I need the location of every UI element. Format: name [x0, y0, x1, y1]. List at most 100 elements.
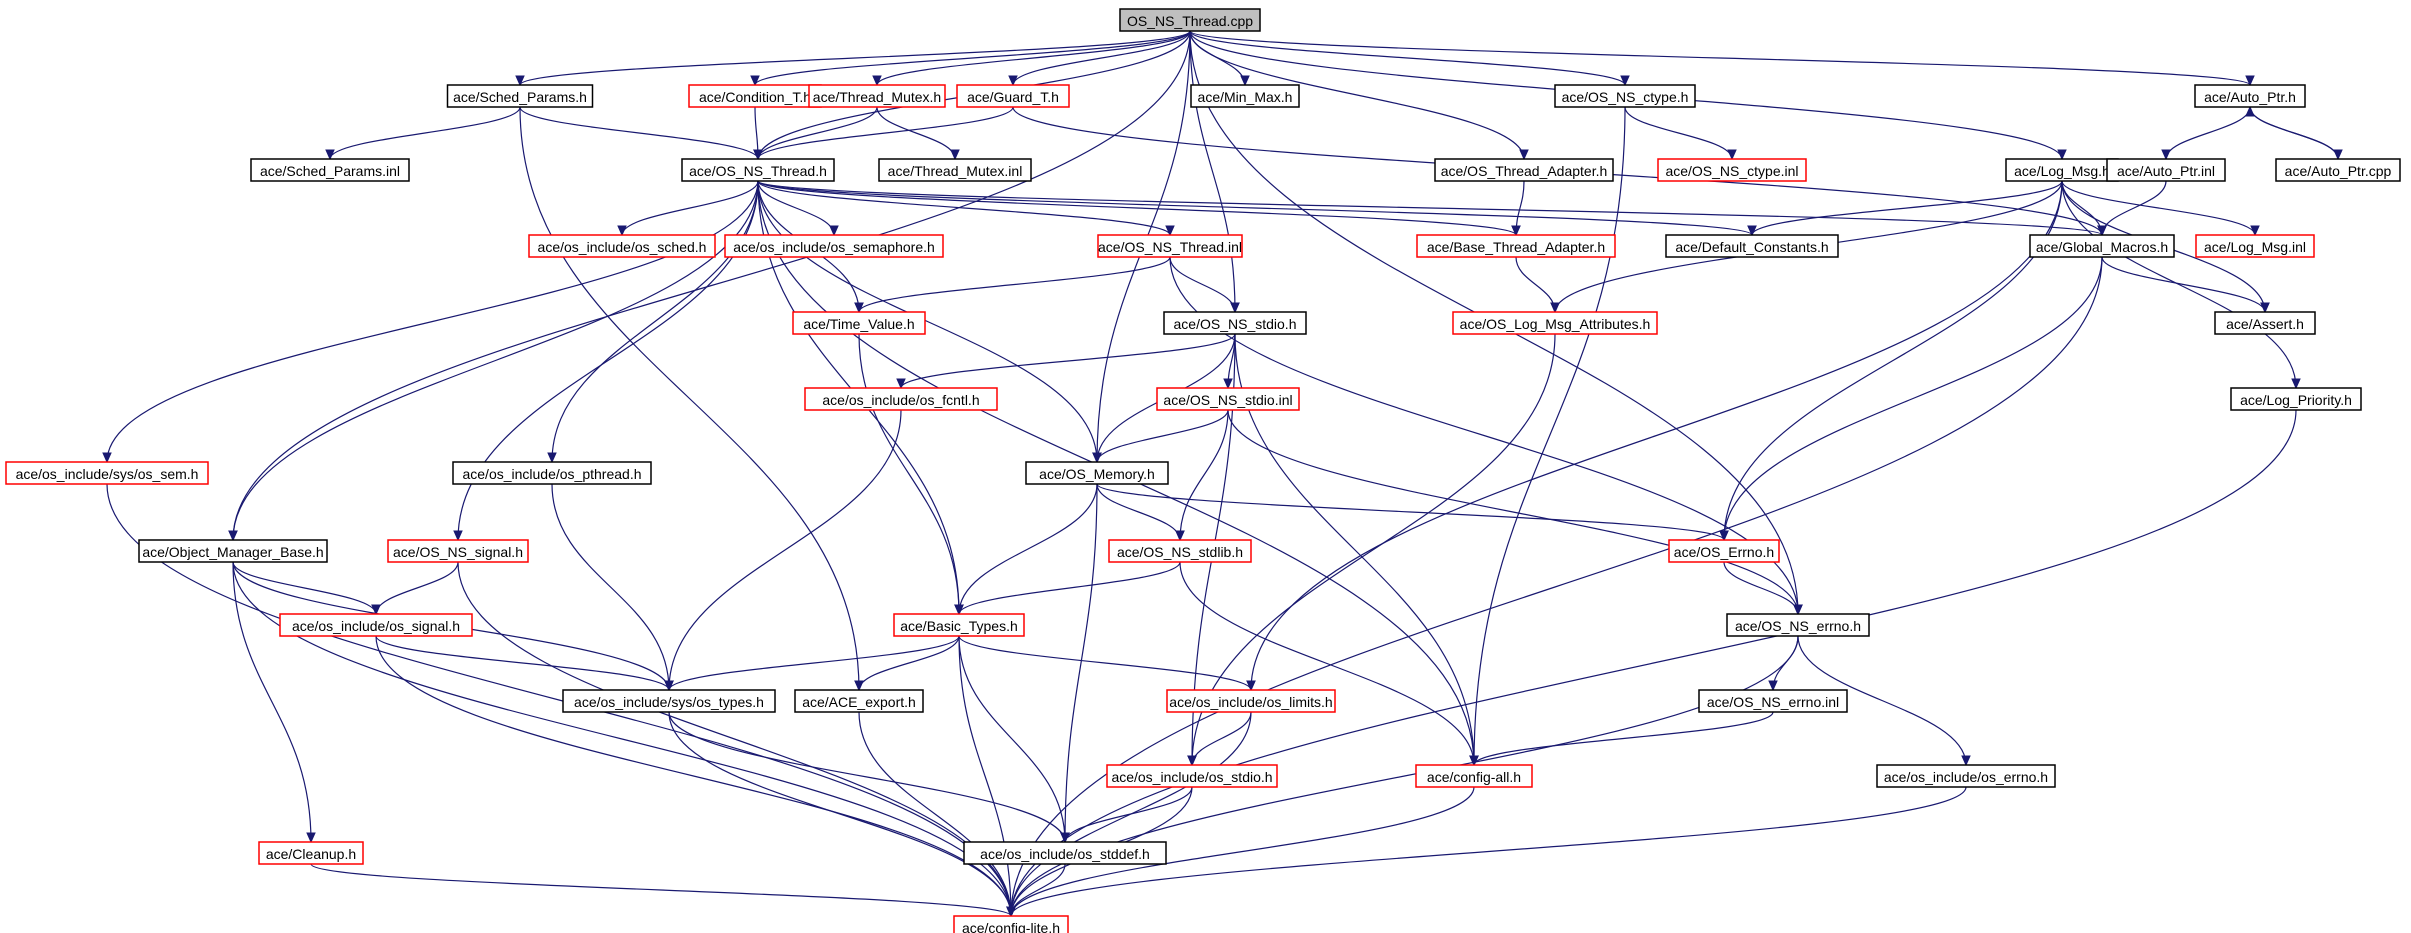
node-ace-min-max-h[interactable]: ace/Min_Max.h — [1190, 84, 1300, 108]
node-ace-os-include-sys-os-sem-h[interactable]: ace/os_include/sys/os_sem.h — [5, 461, 209, 485]
node-ace-thread-mutex-inl[interactable]: ace/Thread_Mutex.inl — [878, 158, 1032, 182]
edge-line — [519, 30, 1191, 86]
node-box — [446, 84, 594, 108]
node-ace-basic-types-h[interactable]: ace/Basic_Types.h — [893, 613, 1025, 637]
arrowhead-icon — [371, 604, 381, 616]
node-ace-auto-ptr-inl[interactable]: ace/Auto_Ptr.inl — [2106, 158, 2226, 182]
node-ace-os-include-os-fcntl-h[interactable]: ace/os_include/os_fcntl.h — [804, 387, 998, 411]
node-ace-assert-h[interactable]: ace/Assert.h — [2214, 311, 2316, 335]
node-ace-config-all-h[interactable]: ace/config-all.h — [1415, 764, 1533, 788]
edge-line — [757, 106, 1014, 160]
edge-ace-os-memory-h-to-ace-os-include-os-stddef-h — [1060, 483, 1098, 844]
node-ace-config-lite-h[interactable]: ace/config-lite.h — [953, 915, 1069, 933]
node-ace-os-include-os-stdio-h[interactable]: ace/os_include/os_stdio.h — [1106, 764, 1278, 788]
edge-ace-basic-types-h-to-ace-os-include-os-stddef-h — [958, 635, 1070, 844]
node-box — [1665, 234, 1839, 258]
node-ace-os-memory-h[interactable]: ace/OS_Memory.h — [1025, 461, 1169, 485]
node-ace-ace-export-h[interactable]: ace/ACE_export.h — [794, 689, 924, 713]
edge-ace-basic-types-h-to-ace-os-include-os-limits-h — [958, 635, 1256, 692]
node-ace-os-ns-thread-h[interactable]: ace/OS_NS_Thread.h — [681, 158, 835, 182]
arrowhead-icon — [753, 149, 763, 161]
node-ace-os-include-os-limits-h[interactable]: ace/os_include/os_limits.h — [1166, 689, 1336, 713]
node-ace-sched-params-inl[interactable]: ace/Sched_Params.inl — [250, 158, 410, 182]
node-ace-os-include-sys-os-types-h[interactable]: ace/os_include/sys/os_types.h — [562, 689, 776, 713]
arrowhead-icon — [664, 680, 674, 692]
node-ace-thread-mutex-h[interactable]: ace/Thread_Mutex.h — [808, 84, 946, 108]
edge-line — [958, 635, 1012, 917]
arrowhead-icon — [1165, 225, 1175, 237]
node-ace-os-include-os-stddef-h[interactable]: ace/os_include/os_stddef.h — [963, 841, 1167, 865]
node-ace-condition-t-h[interactable]: ace/Condition_T.h — [688, 84, 822, 108]
arrowhead-icon — [1175, 530, 1185, 542]
node-ace-os-include-os-pthread-h[interactable]: ace/os_include/os_pthread.h — [452, 461, 652, 485]
arrowhead-icon — [1240, 75, 1250, 87]
node-ace-os-ns-ctype-inl[interactable]: ace/OS_NS_ctype.inl — [1657, 158, 1807, 182]
node-ace-os-include-os-semaphore-h[interactable]: ace/os_include/os_semaphore.h — [724, 234, 944, 258]
node-os-ns-thread-cpp[interactable]: OS_NS_Thread.cpp — [1119, 8, 1261, 32]
node-ace-auto-ptr-h[interactable]: ace/Auto_Ptr.h — [2194, 84, 2306, 108]
node-ace-os-log-msg-attributes-h[interactable]: ace/OS_Log_Msg_Attributes.h — [1452, 311, 1658, 335]
node-ace-sched-params-h[interactable]: ace/Sched_Params.h — [446, 84, 594, 108]
node-ace-global-macros-h[interactable]: ace/Global_Macros.h — [2029, 234, 2175, 258]
node-ace-log-msg-inl[interactable]: ace/Log_Msg.inl — [2195, 234, 2315, 258]
arrowhead-icon — [1187, 755, 1197, 767]
node-label: ace/OS_NS_stdio.inl — [1163, 392, 1292, 408]
arrowhead-icon — [306, 832, 316, 844]
arrowhead-icon — [1223, 378, 1233, 390]
edge-ace-os-include-os-pthread-h-to-ace-os-include-sys-os-types-h — [551, 483, 674, 692]
node-ace-os-include-os-errno-h[interactable]: ace/os_include/os_errno.h — [1876, 764, 2056, 788]
node-ace-os-ns-ctype-h[interactable]: ace/OS_NS_ctype.h — [1554, 84, 1696, 108]
arrowhead-icon — [872, 75, 882, 87]
node-ace-object-manager-base-h[interactable]: ace/Object_Manager_Base.h — [138, 539, 328, 563]
edge-line — [2249, 106, 2339, 160]
node-ace-os-ns-errno-h[interactable]: ace/OS_NS_errno.h — [1726, 613, 1870, 637]
node-ace-os-ns-thread-inl[interactable]: ace/OS_NS_Thread.inl — [1097, 234, 1243, 258]
nodes-layer: OS_NS_Thread.cpp ace/Sched_Params.h ace/Co… — [5, 8, 2401, 933]
node-ace-cleanup-h[interactable]: ace/Cleanup.h — [258, 841, 364, 865]
node-ace-os-ns-errno-inl[interactable]: ace/OS_NS_errno.inl — [1698, 689, 1848, 713]
node-label: ace/Thread_Mutex.h — [813, 89, 941, 105]
node-ace-os-include-os-sched-h[interactable]: ace/os_include/os_sched.h — [528, 234, 716, 258]
node-box — [528, 234, 716, 258]
arrowhead-icon — [854, 680, 864, 692]
node-ace-os-ns-stdio-inl[interactable]: ace/OS_NS_stdio.inl — [1156, 387, 1300, 411]
node-ace-os-ns-stdlib-h[interactable]: ace/OS_NS_stdlib.h — [1108, 539, 1252, 563]
node-label: ace/Object_Manager_Base.h — [142, 544, 323, 560]
node-ace-os-include-os-signal-h[interactable]: ace/os_include/os_signal.h — [279, 613, 473, 637]
node-ace-os-ns-signal-h[interactable]: ace/OS_NS_signal.h — [387, 539, 529, 563]
arrowhead-icon — [750, 75, 760, 87]
node-ace-os-errno-h[interactable]: ace/OS_Errno.h — [1668, 539, 1780, 563]
node-label: ace/Cleanup.h — [266, 846, 356, 862]
node-ace-os-thread-adapter-h[interactable]: ace/OS_Thread_Adapter.h — [1434, 158, 1614, 182]
edge-line — [1189, 30, 2251, 86]
edge-ace-os-ns-thread-h-to-ace-os-include-os-pthread-h — [547, 180, 759, 464]
arrowhead-icon — [2097, 225, 2107, 237]
node-label: ace/OS_NS_Thread.inl — [1098, 239, 1242, 255]
node-ace-log-priority-h[interactable]: ace/Log_Priority.h — [2230, 387, 2362, 411]
edge-os-ns-thread-cpp-to-ace-sched-params-h — [515, 30, 1191, 87]
node-ace-auto-ptr-cpp[interactable]: ace/Auto_Ptr.cpp — [2275, 158, 2401, 182]
edge-os-ns-thread-cpp-to-ace-thread-mutex-h — [872, 30, 1191, 87]
node-ace-guard-t-h[interactable]: ace/Guard_T.h — [956, 84, 1070, 108]
node-label: ace/os_include/os_stdio.h — [1111, 769, 1272, 785]
arrowhead-icon — [1092, 452, 1102, 464]
edge-line — [106, 180, 759, 463]
edge-ace-os-ns-thread-inl-to-ace-time-value-h — [854, 256, 1171, 314]
node-box — [794, 689, 924, 713]
edge-line — [1096, 483, 1181, 541]
edge-ace-log-msg-h-to-ace-default-constants-h — [1747, 180, 2063, 237]
node-ace-os-ns-stdio-h[interactable]: ace/OS_NS_stdio.h — [1163, 311, 1307, 335]
edge-ace-os-ns-stdlib-h-to-ace-config-all-h — [1179, 561, 1479, 767]
node-box — [1156, 387, 1300, 411]
node-ace-default-constants-h[interactable]: ace/Default_Constants.h — [1665, 234, 1839, 258]
node-label: ace/Sched_Params.inl — [260, 163, 400, 179]
node-label: ace/OS_NS_signal.h — [393, 544, 523, 560]
node-box — [1166, 689, 1336, 713]
edge-ace-auto-ptr-h-to-ace-auto-ptr-cpp — [2249, 106, 2343, 161]
edge-ace-os-include-os-limits-h-to-ace-os-include-os-stdio-h — [1187, 711, 1252, 767]
node-ace-base-thread-adapter-h[interactable]: ace/Base_Thread_Adapter.h — [1416, 234, 1616, 258]
node-ace-log-msg-h[interactable]: ace/Log_Msg.h — [2005, 158, 2119, 182]
node-label: ace/os_include/os_errno.h — [1884, 769, 2048, 785]
node-ace-time-value-h[interactable]: ace/Time_Value.h — [792, 311, 926, 335]
node-label: ace/OS_Log_Msg_Attributes.h — [1460, 316, 1651, 332]
